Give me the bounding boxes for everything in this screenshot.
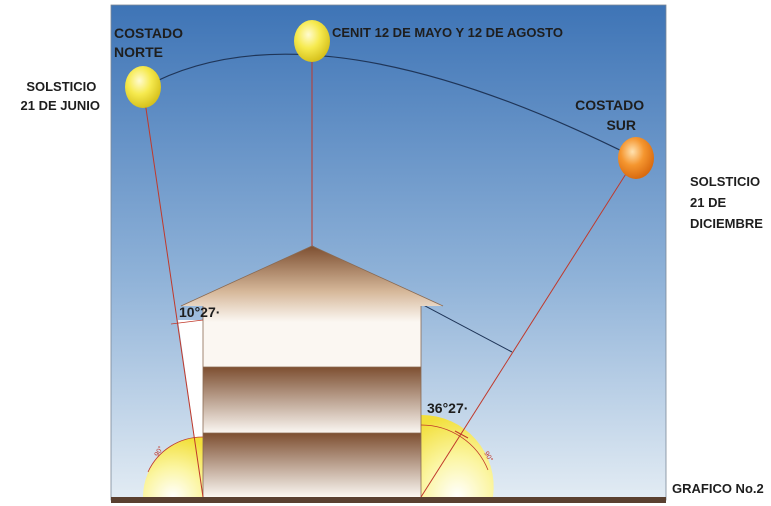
label-june-solstice: SOLSTICIO 21 DE JUNIO [21,79,100,113]
sun-zenith [294,20,330,62]
north-sun-ray [142,87,204,498]
north-roof-angle-marker [170,319,204,325]
label-december-solstice: SOLSTICIO 21 DE DICIEMBRE [690,174,764,231]
south-sun-glow [421,414,494,497]
label-north-angle: 10°27· [179,304,220,320]
sun-north [125,66,161,108]
label-south-side: COSTADO SUR [575,97,648,133]
figure-caption: GRAFICO No.2 [672,481,764,496]
label-south-angle: 36°27· [427,400,468,416]
house-gable [203,246,421,322]
ground-line [111,497,666,503]
north-sun-glow [143,437,203,497]
north-angle-arc [147,436,204,473]
house-upper-wall [203,322,421,367]
house-lower-band [203,433,421,497]
south-angle-arc [420,424,489,471]
house-outline [180,245,444,497]
label-north-side: COSTADO NORTE [114,25,187,60]
sun-south [618,137,654,179]
south-sun-ray [420,157,637,498]
sun-path-arc [142,53,637,159]
south-angle-tick [454,430,469,439]
label-zenith: CENIT 12 DE MAYO Y 12 DE AGOSTO [332,25,563,40]
house-middle-band [203,367,421,433]
